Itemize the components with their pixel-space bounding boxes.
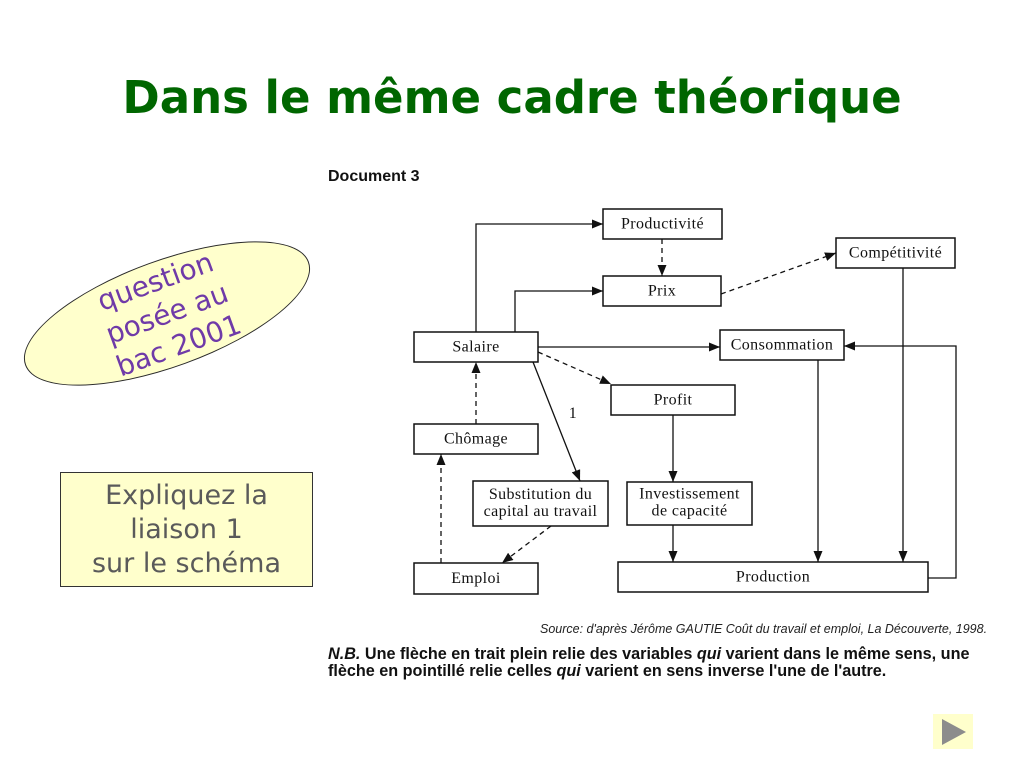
note-emphasis: qui (556, 662, 581, 680)
node-prix: Prix (602, 275, 722, 307)
arrow-salaire-to-substitution (532, 361, 581, 482)
legend-note-line: N.B. Une flèche en trait plein relie des… (328, 646, 969, 663)
node-box (835, 237, 956, 269)
node-label: Productivité (621, 216, 704, 233)
node-label: Profit (654, 392, 693, 409)
node-profit: Profit (610, 384, 736, 416)
node-label: Emploi (451, 570, 501, 587)
node-label: capital au travail (484, 503, 598, 520)
note-text: varient en sens inverse l'une de l'autre… (580, 662, 887, 680)
note-text: varient dans le même sens, une (721, 645, 970, 663)
arrow-salaire-to-prix (514, 286, 603, 332)
node-production: Production (617, 561, 929, 593)
node-label: Substitution du (489, 486, 592, 503)
node-consommation: Consommation (719, 329, 845, 361)
arrow-salaire-to-profit (537, 351, 612, 385)
economic-flow-diagram: Productivité Prix Compétitivité Salaire … (413, 208, 957, 595)
bac-question-callout: question posée au bac 2001 (6, 211, 328, 416)
node-box (626, 481, 753, 526)
node-box (413, 562, 539, 595)
node-box (602, 208, 723, 240)
arrow-prix-to-competitivite (720, 252, 837, 295)
next-slide-button[interactable] (933, 714, 973, 749)
node-label: Salaire (452, 339, 499, 356)
node-salaire: Salaire (413, 331, 539, 363)
node-competitivite: Compétitivité (835, 237, 956, 269)
node-substitution: Substitution du capital au travail (472, 480, 609, 527)
node-box (719, 329, 845, 361)
arrow-production-to-consommation (844, 341, 957, 579)
node-chomage: Chômage (413, 423, 539, 455)
node-label: Prix (648, 283, 676, 300)
legend-note-line: flèche en pointillé relie celles qui var… (328, 663, 969, 680)
node-box (610, 384, 736, 416)
legend-note: N.B. Une flèche en trait plein relie des… (328, 646, 969, 680)
node-emploi: Emploi (413, 562, 539, 595)
instruction-line: liaison 1 (130, 513, 243, 545)
link-label-1: 1 (569, 405, 577, 422)
arrow-substitution-to-emploi (501, 525, 552, 564)
instruction-box: Expliquez la liaison 1 sur le schéma (60, 472, 313, 587)
node-label: de capacité (652, 503, 728, 520)
document-label: Document 3 (328, 168, 420, 185)
node-box (602, 275, 722, 307)
node-box (472, 480, 609, 527)
note-text: Une flèche en trait plein relie des vari… (360, 645, 697, 663)
source-citation: Source: d'après Jérôme GAUTIE Coût du tr… (540, 622, 988, 636)
node-box (413, 331, 539, 363)
slide-title: Dans le même cadre théorique (122, 71, 902, 124)
note-text: flèche en pointillé relie celles (328, 662, 557, 680)
node-investissement: Investissement de capacité (626, 481, 753, 526)
node-box (413, 423, 539, 455)
node-label: Chômage (444, 431, 508, 448)
play-icon (942, 719, 966, 745)
node-box (617, 561, 929, 593)
node-label: Production (736, 569, 810, 586)
note-emphasis: qui (696, 645, 722, 663)
node-productivite: Productivité (602, 208, 723, 240)
arrow-salaire-to-productivite (475, 219, 603, 332)
note-prefix: N.B. (328, 645, 361, 663)
instruction-line: Expliquez la (105, 479, 268, 511)
node-label: Investissement (639, 486, 740, 503)
node-label: Compétitivité (849, 245, 942, 262)
instruction-line: sur le schéma (91, 547, 282, 579)
node-label: Consommation (731, 337, 834, 354)
